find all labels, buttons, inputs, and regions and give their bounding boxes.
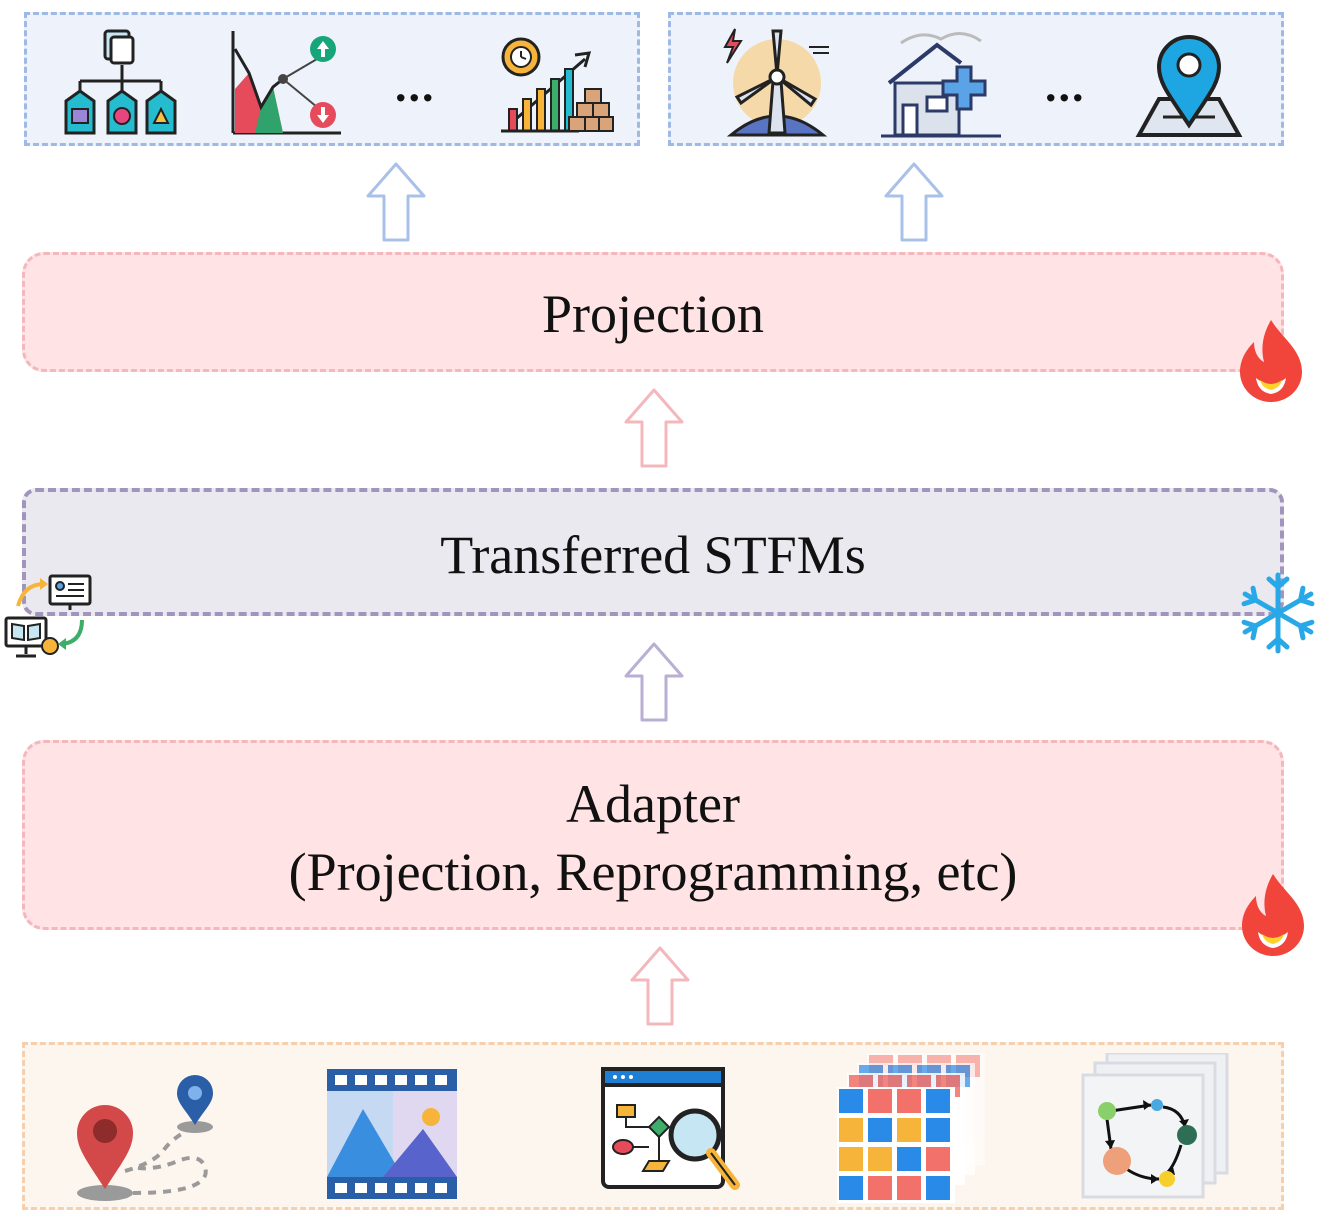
transferred-stfm-layer: Transferred STFMs bbox=[22, 488, 1284, 616]
snowflake-icon bbox=[1241, 572, 1315, 654]
graph-network-icon bbox=[1081, 1053, 1229, 1199]
business-growth-chart-icon bbox=[501, 37, 614, 133]
video-film-icon bbox=[327, 1069, 457, 1199]
hospital-house-icon bbox=[881, 32, 1001, 138]
stock-trend-chart-icon bbox=[231, 31, 341, 135]
adapter-title: Adapter bbox=[566, 774, 740, 834]
output-group-right: ... bbox=[668, 12, 1284, 146]
fire-icon bbox=[1242, 874, 1304, 956]
projection-label: Projection bbox=[542, 284, 764, 344]
stfm-label: Transferred STFMs bbox=[440, 525, 866, 585]
up-arrow-icon bbox=[884, 162, 944, 242]
wind-turbine-icon bbox=[723, 28, 829, 137]
adapter-subtitle: (Projection, Reprogramming, etc) bbox=[288, 842, 1018, 902]
grid-raster-stack-icon bbox=[837, 1053, 985, 1203]
flowchart-magnifier-icon bbox=[601, 1067, 740, 1190]
projection-layer: Projection bbox=[22, 252, 1284, 372]
output-group-left: ... bbox=[24, 12, 640, 146]
up-arrow-icon bbox=[624, 388, 684, 468]
ellipsis: ... bbox=[1045, 60, 1086, 111]
map-location-pin-icon bbox=[1135, 35, 1243, 137]
up-arrow-icon bbox=[366, 162, 426, 242]
up-arrow-icon bbox=[630, 946, 690, 1026]
fire-icon bbox=[1240, 320, 1302, 402]
hierarchy-tags-icon bbox=[64, 29, 177, 135]
input-group bbox=[22, 1042, 1284, 1210]
transfer-computer-icon bbox=[4, 574, 92, 658]
adapter-layer: Adapter (Projection, Reprogramming, etc) bbox=[22, 740, 1284, 930]
up-arrow-icon bbox=[624, 642, 684, 722]
trajectory-route-icon bbox=[77, 1075, 213, 1201]
ellipsis: ... bbox=[395, 60, 436, 111]
